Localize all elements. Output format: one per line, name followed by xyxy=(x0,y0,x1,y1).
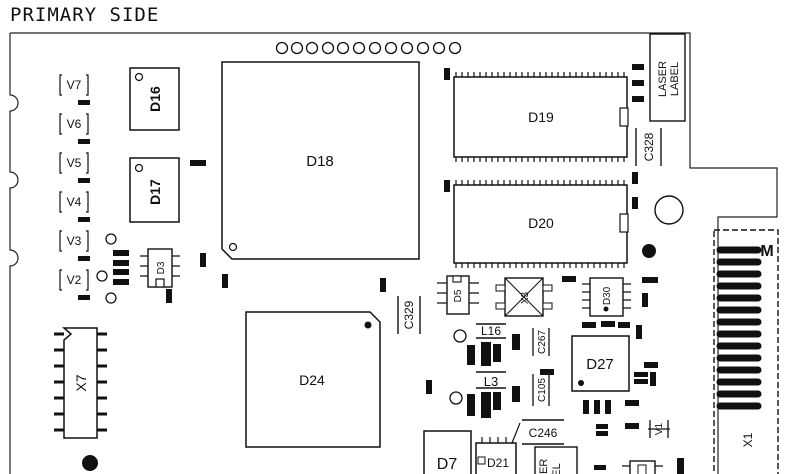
chip-d17-label: D17 xyxy=(147,179,163,205)
test-point xyxy=(453,329,467,343)
chip-x7-label: X7 xyxy=(73,374,89,391)
chip-x3-label: X3 xyxy=(520,291,531,304)
inductor-l3-label: L3 xyxy=(484,374,498,389)
designator-c42: C42 xyxy=(633,81,642,87)
chip-d5 xyxy=(437,275,479,315)
led-v7-label: V7 xyxy=(67,78,82,92)
resistor-r15: R15 xyxy=(80,295,89,301)
inductor-l16-label: L16 xyxy=(481,324,501,338)
d3-passives xyxy=(113,160,386,303)
led-v3-label: V3 xyxy=(67,234,82,248)
chip-d16-label: D16 xyxy=(147,86,163,112)
resistor-r10: R10 xyxy=(80,100,89,106)
chip-d24 xyxy=(245,311,381,448)
led-v5-label: V5 xyxy=(67,156,82,170)
designator-c81: C81 xyxy=(633,199,639,208)
chip-d18-label: D18 xyxy=(306,153,334,170)
chip-d17 xyxy=(129,157,180,223)
laser-label-line1: LASER xyxy=(657,61,669,97)
top-pad-row xyxy=(275,41,462,55)
designator-r76: R76 xyxy=(114,251,123,257)
chip-d7-label: D7 xyxy=(437,456,458,473)
designator-c45: C45 xyxy=(445,182,451,191)
inductor-l16-outline xyxy=(476,323,506,339)
chip-x7 xyxy=(54,327,107,439)
chip-d27-label: D27 xyxy=(586,356,614,373)
cap-c329-label: C329 xyxy=(402,300,416,329)
laser-label-bottom-line2: EL xyxy=(551,463,563,474)
chip-d27 xyxy=(571,335,630,392)
connector-x1 xyxy=(713,229,779,474)
chip-d18 xyxy=(221,61,420,260)
designator-c34: C34 xyxy=(114,280,123,286)
mounting-hole xyxy=(654,195,684,225)
cap-c105-outline xyxy=(532,374,550,406)
cap-c267-label: C267 xyxy=(537,330,548,354)
page-title: PRIMARY SIDE xyxy=(10,4,160,26)
cap-c328-label: C328 xyxy=(642,132,656,161)
designator-r243: R243 xyxy=(470,352,476,364)
diode-v1-label: V1 xyxy=(654,422,665,435)
resistor-r12: R12 xyxy=(80,178,89,184)
chip-d21-label: D21 xyxy=(487,456,509,470)
chip-d24-label: D24 xyxy=(299,372,325,388)
designator-c43: C43 xyxy=(633,97,642,103)
led-v2-label: V2 xyxy=(67,273,82,287)
chip-x3 xyxy=(495,277,553,317)
cap-c105-label: C105 xyxy=(537,378,548,402)
designator-r105: R105 xyxy=(470,403,476,415)
inductor-l3-outline xyxy=(476,371,506,389)
chip-d19 xyxy=(453,72,629,162)
designator-l4: L4 xyxy=(515,394,521,400)
cap-c246-outline xyxy=(522,419,564,445)
small-parts-mid xyxy=(426,276,684,474)
cap-c328-outline xyxy=(635,128,662,166)
led-resistors xyxy=(78,100,90,300)
chip-d5-label: D5 xyxy=(453,289,464,302)
designator-c44: C44 xyxy=(445,70,451,79)
chip-d3-label: D3 xyxy=(156,261,167,274)
designator-c41: C41 xyxy=(633,65,642,71)
cap-c329-outline xyxy=(397,296,421,334)
resistor-r11: R11 xyxy=(80,139,89,145)
laser-label-bottom-line1: SER xyxy=(538,459,550,474)
led-v4-label: V4 xyxy=(67,195,82,209)
cap-c246-label: C246 xyxy=(529,426,558,440)
chip-d30 xyxy=(582,277,631,317)
l16-l3-passives xyxy=(467,334,520,418)
designator-r34: R34 xyxy=(633,174,639,183)
led-column xyxy=(59,74,89,291)
fiducial-mark xyxy=(642,244,656,258)
chip-d20 xyxy=(453,180,629,268)
designator-c32: C32 xyxy=(114,261,123,267)
laser-label-box-bottom xyxy=(534,446,578,474)
test-point-2 xyxy=(449,391,463,405)
chip-d16 xyxy=(129,67,180,131)
led-v6-label: V6 xyxy=(67,117,82,131)
designator-c106: C106 xyxy=(485,405,491,417)
chip-bottom-right xyxy=(622,460,663,474)
chip-d19-label: D19 xyxy=(528,109,554,125)
connector-x1-label: X1 xyxy=(741,432,755,447)
chip-d30-label: D30 xyxy=(602,286,613,305)
chip-d7 xyxy=(423,430,472,474)
board-outline xyxy=(9,32,778,474)
designator-l11: L11 xyxy=(515,340,521,349)
designator-c33: C33 xyxy=(114,270,123,276)
laser-label-box xyxy=(649,33,686,122)
test-points-left xyxy=(96,233,117,304)
chip-d21 xyxy=(475,422,521,474)
fiducial-mark-bottom xyxy=(82,455,98,471)
small-parts-d19-d20 xyxy=(444,64,644,209)
chip-d20-label: D20 xyxy=(528,215,554,231)
laser-label-line2: LABEL xyxy=(669,62,681,96)
chip-d3 xyxy=(140,248,180,288)
resistor-r14: R14 xyxy=(80,256,89,262)
diode-v1-outline xyxy=(648,420,670,438)
resistor-r13: R13 xyxy=(80,217,89,223)
cap-c267-outline xyxy=(532,328,550,356)
designator-c264: C264 xyxy=(485,353,491,365)
connector-pin1-mark: M xyxy=(760,243,773,260)
